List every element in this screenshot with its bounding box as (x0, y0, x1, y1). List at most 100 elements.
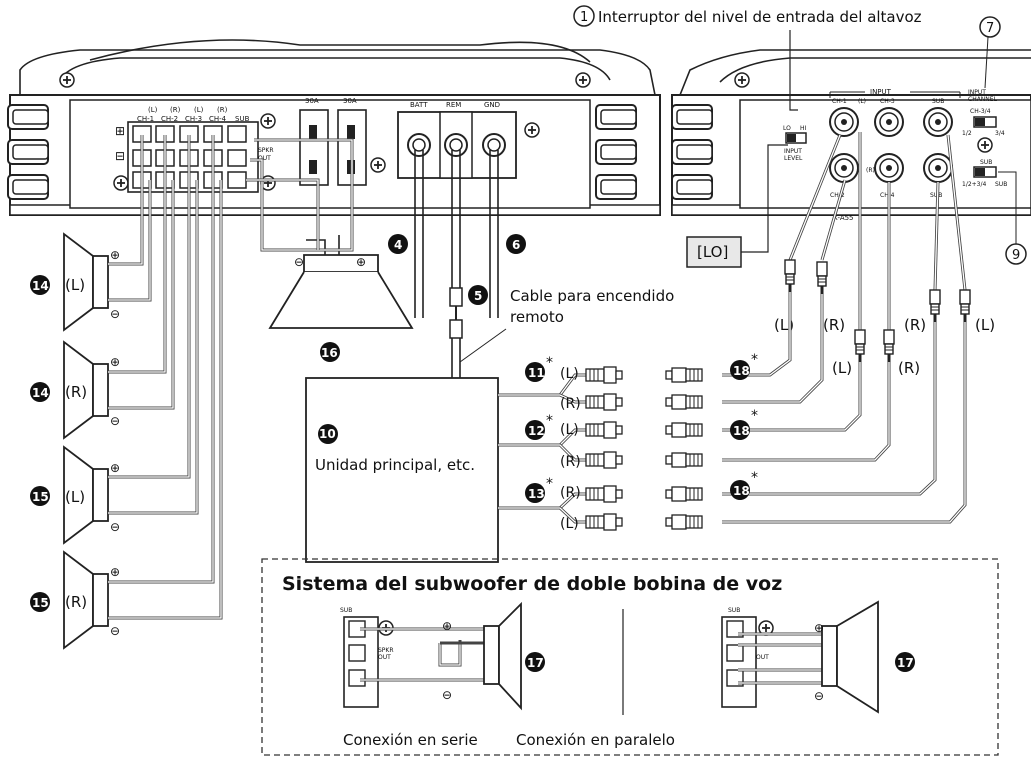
callout-6-badge (506, 234, 526, 254)
callout-17b-badge (895, 652, 915, 672)
callout-18b-number: 18 (733, 424, 750, 438)
parallel-label: Conexión en paralelo (516, 731, 675, 749)
callout-15b-badge (30, 592, 50, 612)
callout-13-asterisk: * (546, 476, 553, 492)
lo-box-text: [LO] (697, 243, 728, 261)
input-header: INPUT (870, 88, 892, 96)
callout-7-circle (979, 16, 1001, 38)
sub-switch-label: SUB (980, 159, 992, 166)
pair-13-r: (R) (560, 485, 581, 501)
ch2-side: (R) (170, 106, 181, 114)
parallel-plus: ⊕ (814, 621, 824, 635)
head-unit-label: Unidad principal, etc. (315, 456, 475, 474)
dvc-box (261, 558, 999, 756)
series-plus: ⊕ (442, 619, 452, 633)
amp-rca-ch34-l: (L) (832, 359, 852, 377)
input-ch4: CH 4 (880, 192, 895, 199)
callout-10-badge (318, 424, 338, 444)
amp-rca-sub-r: (R) (904, 316, 926, 334)
callout-4-number: 4 (394, 238, 402, 252)
ch3-label: CH-3 (185, 115, 202, 123)
input-ch3: CH-3 (880, 98, 895, 105)
callout-15a-badge (30, 486, 50, 506)
callout-1-number: 1 (580, 10, 588, 25)
ch1-label: CH-1 (137, 115, 154, 123)
batt-label: BATT (410, 101, 428, 109)
input-channel-text1: INPUT (968, 89, 986, 96)
input-channel-right: 3/4 (995, 130, 1005, 137)
sub-wires (246, 138, 354, 252)
sub-switch-left: 1/2+3/4 (962, 181, 987, 188)
amplifier-right: LO HI INPUT LEVEL INPUT CH-1 (L) CH-3 SU… (671, 49, 1031, 222)
callout-5-badge (468, 285, 488, 305)
ch4-label: CH-4 (209, 115, 227, 123)
callout-11-number: 11 (528, 366, 545, 380)
callout-10-number: 10 (319, 427, 336, 441)
callout-18a-asterisk: * (751, 352, 758, 368)
ch2-label: CH-2 (161, 115, 178, 123)
callout-1-circle (573, 5, 595, 27)
lo-box (686, 236, 742, 268)
callout-14a-number: 14 (32, 279, 49, 293)
callout-9-number: 9 (1012, 248, 1020, 263)
speaker-2-side: (R) (65, 383, 87, 401)
rem-label: REM (446, 101, 461, 109)
dvc-parallel-diagram: SUB OUT ⊕ ⊖ (721, 600, 879, 714)
speaker-3-minus: ⊖ (110, 520, 120, 534)
callout-17b-number: 17 (897, 656, 914, 670)
power-wires (414, 150, 499, 378)
callout-14b-number: 14 (32, 386, 49, 400)
input-l: (L) (858, 98, 866, 105)
callout-11-asterisk: * (546, 355, 553, 371)
callout-18c-number: 18 (733, 484, 750, 498)
speaker-2 (63, 340, 109, 440)
callout-6-number: 6 (512, 238, 520, 252)
pair-12-r: (R) (560, 454, 581, 470)
rca-run-cables (722, 292, 967, 524)
callout-5-text-1: Cable para encendido (510, 287, 674, 305)
series-spkr: SPKR (378, 647, 394, 654)
input-channel-left: 1/2 (962, 130, 972, 137)
series-out: OUT (378, 654, 391, 661)
speaker-2-plus: ⊕ (110, 355, 120, 369)
parallel-sub-label: SUB (728, 607, 740, 614)
sub-label: SUB (235, 115, 250, 123)
callout-17a-number: 17 (527, 656, 544, 670)
callout-18a-number: 18 (733, 364, 750, 378)
input-ch2: CH-2 (830, 192, 845, 199)
sub-switch-right: SUB (995, 181, 1007, 188)
head-unit-outputs (498, 366, 703, 531)
input-level-lo: LO (783, 125, 791, 132)
input-level-text2: LEVEL (784, 155, 803, 162)
input-ch1: CH-1 (832, 98, 847, 105)
series-label: Conexión en serie (343, 731, 478, 749)
callout-4-badge (388, 234, 408, 254)
ch4-side: (R) (217, 106, 228, 114)
callout-15b-number: 15 (32, 596, 49, 610)
input-level-text1: INPUT (784, 148, 802, 155)
plus-sign: ⊞ (115, 124, 125, 138)
callout-11-badge (525, 362, 545, 382)
pair-13-l: (L) (560, 516, 579, 532)
speaker-2-minus: ⊖ (110, 414, 120, 428)
callout-12-number: 12 (528, 424, 545, 438)
amp-rca-ch34-r: (R) (898, 359, 920, 377)
input-channel-top: CH-3/4 (970, 108, 991, 115)
callout-18c-asterisk: * (751, 470, 758, 486)
speaker-1 (63, 232, 109, 332)
speaker-3-side: (L) (65, 488, 85, 506)
input-sub: SUB (932, 98, 944, 105)
speaker-4-plus: ⊕ (110, 565, 120, 579)
pair-11-r: (R) (560, 396, 581, 412)
speaker-1-side: (L) (65, 276, 85, 294)
fuse-2-label: 30A (343, 97, 357, 105)
model-label: X-A55 (833, 214, 854, 222)
callout-5-number: 5 (474, 289, 482, 303)
dvc-series-diagram: SUB SPKR OUT ⊕ ⊖ (340, 601, 522, 711)
speaker-1-plus: ⊕ (110, 248, 120, 262)
amplifier-left: (L) (R) (L) (R) CH-1 CH-2 CH-3 CH-4 SUB … (7, 39, 661, 216)
callout-1-text: Interruptor del nivel de entrada del alt… (598, 8, 922, 26)
callout-18b-badge (730, 420, 750, 440)
head-unit-box (305, 377, 499, 563)
